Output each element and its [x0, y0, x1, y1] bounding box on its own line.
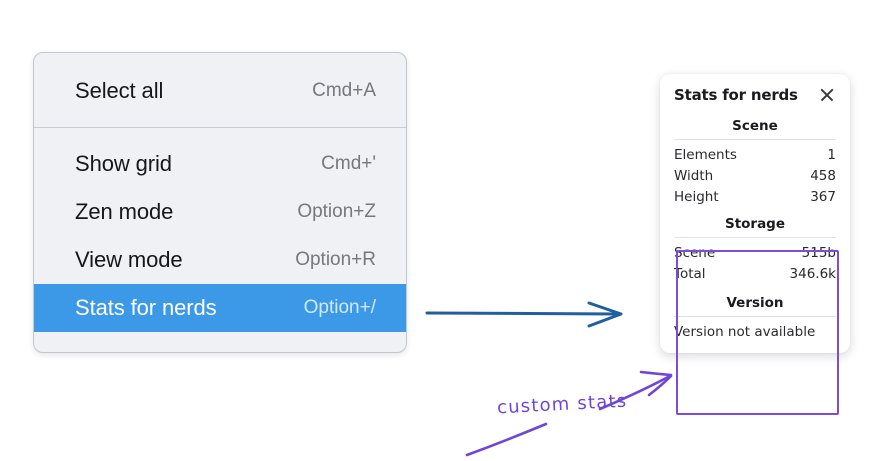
menu-item-label: Select all — [75, 78, 164, 103]
canvas-context-menu: Select all Cmd+A Show grid Cmd+' Zen mod… — [33, 52, 407, 353]
stats-row-value: 1 — [827, 146, 836, 163]
stats-panel-header: Stats for nerds — [674, 86, 836, 104]
menu-item-select-all[interactable]: Select all Cmd+A — [34, 67, 406, 115]
menu-item-shortcut: Option+/ — [303, 297, 376, 318]
stats-row-height: Height 367 — [674, 186, 836, 207]
stats-row-value: 367 — [810, 188, 836, 205]
stats-row-width: Width 458 — [674, 165, 836, 186]
menu-item-show-grid[interactable]: Show grid Cmd+' — [34, 140, 406, 188]
stats-row-value: 515b — [801, 244, 836, 261]
custom-stats-annotation-label: custom stats — [496, 390, 628, 419]
stats-row-elements: Elements 1 — [674, 144, 836, 165]
purple-underline-annotation — [465, 422, 548, 457]
stats-panel-title: Stats for nerds — [674, 86, 798, 104]
stats-for-nerds-panel: Stats for nerds Scene Elements 1 Width 4… — [660, 74, 850, 353]
menu-item-label: Zen mode — [75, 199, 174, 224]
menu-item-label: Stats for nerds — [75, 295, 217, 320]
menu-item-shortcut: Option+Z — [297, 201, 376, 222]
close-icon[interactable] — [818, 86, 836, 104]
menu-item-label: Show grid — [75, 151, 172, 176]
menu-item-shortcut: Option+R — [295, 249, 376, 270]
blue-arrow-annotation — [425, 301, 623, 328]
stats-row-label: Height — [674, 188, 719, 205]
stats-row-storage-total: Total 346.6k — [674, 263, 836, 284]
section-divider — [674, 237, 836, 238]
menu-item-label: View mode — [75, 247, 183, 272]
menu-divider — [34, 127, 406, 128]
stats-row-label: Width — [674, 167, 714, 184]
stats-row-value: 458 — [810, 167, 836, 184]
stats-row-label: Scene — [674, 244, 716, 261]
stats-row-label: Total — [674, 265, 706, 282]
stats-row-storage-scene: Scene 515b — [674, 242, 836, 263]
menu-item-shortcut: Cmd+A — [312, 80, 376, 101]
stats-section-title-storage: Storage — [724, 216, 786, 232]
menu-item-shortcut: Cmd+' — [321, 153, 376, 174]
menu-group-view: Show grid Cmd+' Zen mode Option+Z View m… — [34, 128, 406, 332]
menu-item-view-mode[interactable]: View mode Option+R — [34, 236, 406, 284]
section-divider — [674, 139, 836, 140]
menu-group-selection: Select all Cmd+A — [34, 53, 406, 127]
stats-row-label: Elements — [674, 146, 737, 163]
stats-section-title-version: Version — [726, 295, 784, 311]
stats-section-title-scene: Scene — [732, 118, 778, 134]
section-divider — [674, 316, 836, 317]
stats-row-value: 346.6k — [789, 265, 836, 282]
menu-item-stats-for-nerds[interactable]: Stats for nerds Option+/ — [34, 284, 406, 332]
stats-version-note: Version not available — [674, 324, 816, 340]
menu-item-zen-mode[interactable]: Zen mode Option+Z — [34, 188, 406, 236]
